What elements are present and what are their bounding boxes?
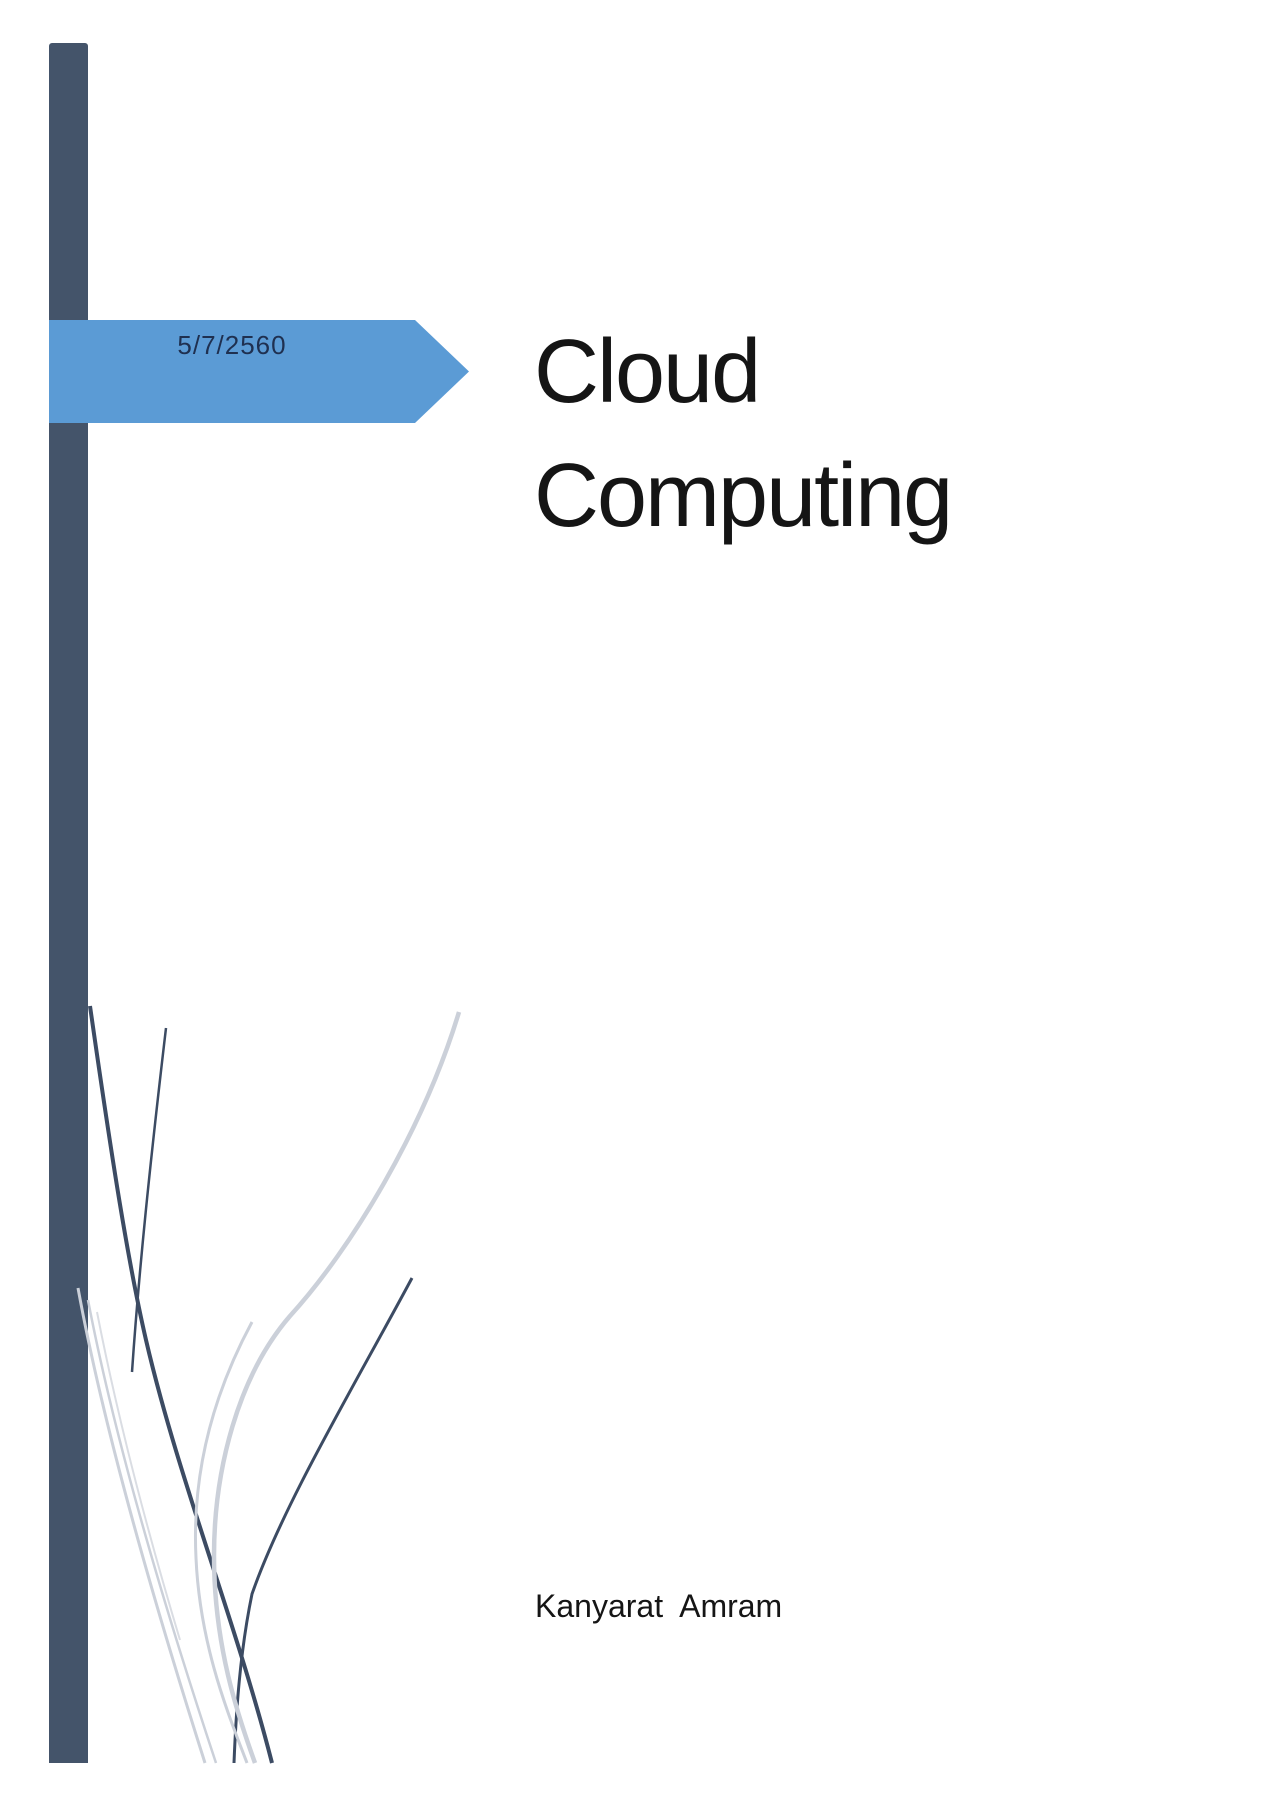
light-swirl-curve-3 bbox=[76, 1287, 207, 1764]
light-swirl-curve-1 bbox=[211, 1011, 462, 1764]
faint-swirl-curve bbox=[96, 1311, 181, 1641]
date-label: 5/7/2560 bbox=[177, 330, 287, 360]
vertical-accent-bar bbox=[49, 43, 88, 1763]
light-swirl-curve-4 bbox=[86, 1299, 218, 1764]
dark-swirl-curve-2 bbox=[130, 1027, 168, 1373]
dark-swirl-curve-1 bbox=[88, 1005, 274, 1764]
dark-swirl-curve-3 bbox=[232, 1277, 414, 1764]
date-banner-arrow: 5/7/2560 bbox=[49, 320, 469, 423]
light-swirl-curve-2 bbox=[194, 1321, 254, 1764]
author-name: Kanyarat Amram bbox=[535, 1588, 783, 1624]
page-title: Cloud Computing bbox=[534, 322, 953, 546]
